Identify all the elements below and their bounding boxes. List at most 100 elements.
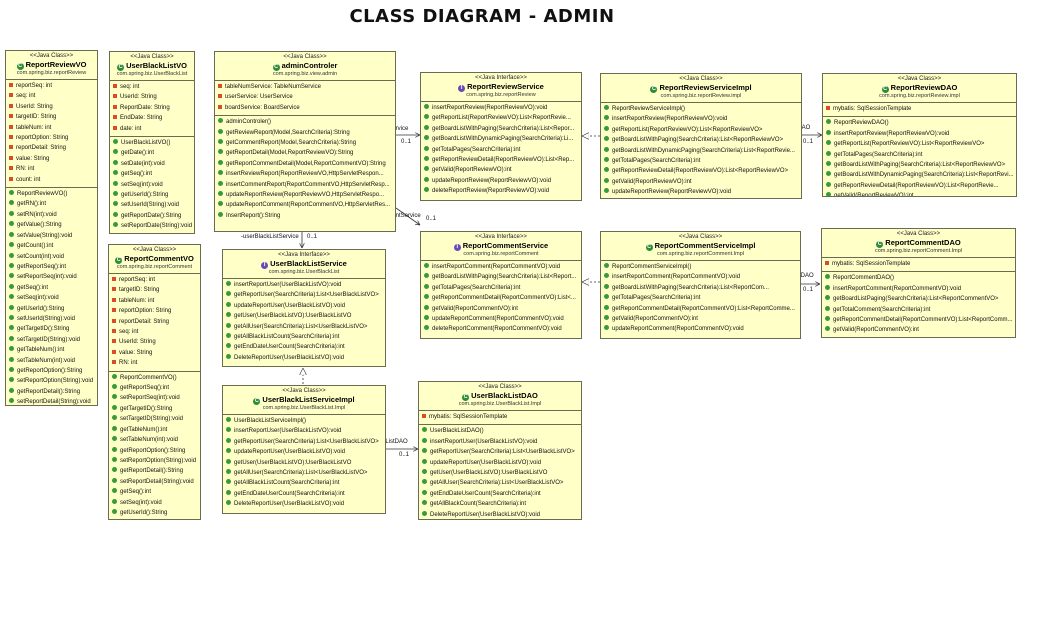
public-method-icon [218,170,223,176]
public-method-icon [218,128,223,134]
method: getUser(UserBlackListVO):UserBlackListVO [223,458,385,468]
method-text: getReportList(ReportReviewVO):List<Repor… [834,141,985,148]
field: targetID: String [6,112,97,122]
method-text: getAllBlackListCount(SearchCriteria):int [234,480,340,487]
field: date: int [110,124,194,134]
public-method-icon [9,283,14,289]
public-method-icon [112,394,117,400]
field: userService: UserService [215,92,395,102]
method: getReportSeq():int [109,383,200,393]
method: getBoardListWithPaging(SearchCriteria):L… [421,124,581,134]
class-name: UserBlackListDAO [471,391,538,400]
method-text: getBoardListWithPaging(SearchCriteria):L… [432,125,575,132]
method: getValue():String [6,220,97,230]
method-text: ReportReviewVO() [17,191,68,198]
public-method-icon [826,129,831,135]
method-text: setTableNum(int):void [120,437,179,444]
method: setUserId(String):void [6,314,97,324]
public-method-icon [424,114,429,120]
private-field-icon [112,339,116,344]
method: updateReportComment(ReportCommentVO,Http… [215,200,395,210]
method: getBoardListWithDynamicPaging(SearchCrit… [601,146,801,156]
package-name: com.spring.biz.reportReview [466,92,536,98]
public-method-icon [226,489,231,495]
constructor-icon [604,263,609,268]
method: getValid(ReportCommentVO):int [822,325,1015,335]
public-method-icon [422,489,427,495]
public-method-icon [604,188,609,194]
method-text: getReportList(ReportReviewVO):List<Repor… [432,115,571,122]
public-method-icon [112,425,117,431]
method-text: getValid(ReportCommentVO):int [612,316,698,323]
private-field-icon [112,360,116,365]
class-name: ReportCommentServiceImpl [654,241,756,250]
method-text: getTotalPages(SearchCriteria):int [612,158,701,165]
method: setDate(int):void [110,159,194,169]
method-text: getAllBlackListCount(SearchCriteria):int [234,334,340,341]
public-method-icon [826,181,831,187]
methods-section: insertReportComment(ReportCommentVO):voi… [421,261,581,337]
class-icon: C [115,257,123,264]
stereotype: <<Java Class>> [29,53,74,59]
method-text: getTargetID():String [17,326,70,333]
method: insertReportUser(UserBlackListVO):void [223,426,385,436]
field-text: boardService: BoardService [225,104,300,111]
field-text: tableNum: int [16,124,52,131]
method-text: setReportOption(String):void [17,378,94,385]
method: getEndDateUserCount(SearchCriteria):int [223,489,385,499]
method: getTotalComment(SearchCriteria):int [822,305,1015,315]
stereotype: <<Java Class>> [678,234,723,240]
method-text: updateReportUser(UserBlackListVO):void [430,459,542,466]
method-text: getUser(UserBlackListVO):UserBlackListVO [234,459,352,466]
method-text: deleteReportComment(ReportCommentVO):voi… [432,326,562,333]
constructor-icon [826,119,831,125]
edge-label-comment-service: -commentService [374,213,421,219]
method-text: getReportDetail():String [17,388,81,395]
public-method-icon [226,291,231,297]
field-text: value: String [16,155,50,162]
method-text: insertReportReview(ReportReviewVO):void [432,105,548,111]
method-text: setSeq(int):void [17,295,59,302]
method: getTargetID():String [6,324,97,334]
method-text: DeleteReportUser(UserBlackListVO):void [234,501,345,508]
package-name: com.spring.biz.UserBlackList [116,71,188,77]
method-text: getTableNum():int [120,426,168,433]
method: DeleteReportUser(UserBlackListVO):void [223,353,385,363]
method-text: getReportUser(SearchCriteria):List<UserB… [430,449,575,456]
private-field-icon [112,308,116,313]
method: ReportReviewServiceImpl() [601,104,801,114]
constructor-icon [825,274,830,280]
method-text: setTargetID(String):void [17,336,81,343]
public-method-icon [424,145,429,151]
package-name: com.spring.biz.reportReview.impl [879,93,960,99]
private-field-icon [9,145,13,150]
method: setValue(String):void [6,231,97,241]
method: getReportOption():String [6,366,97,376]
method-text: setReportSeq(int):void [120,395,180,402]
field-text: UserId: String [120,94,157,101]
method-text: insertReportComment(ReportCommentVO):voi… [612,274,741,281]
method: DeleteReportUser(UserBlackListVO):void [419,510,581,519]
public-method-icon [113,170,118,176]
method: getReportSeq():int [6,262,97,272]
